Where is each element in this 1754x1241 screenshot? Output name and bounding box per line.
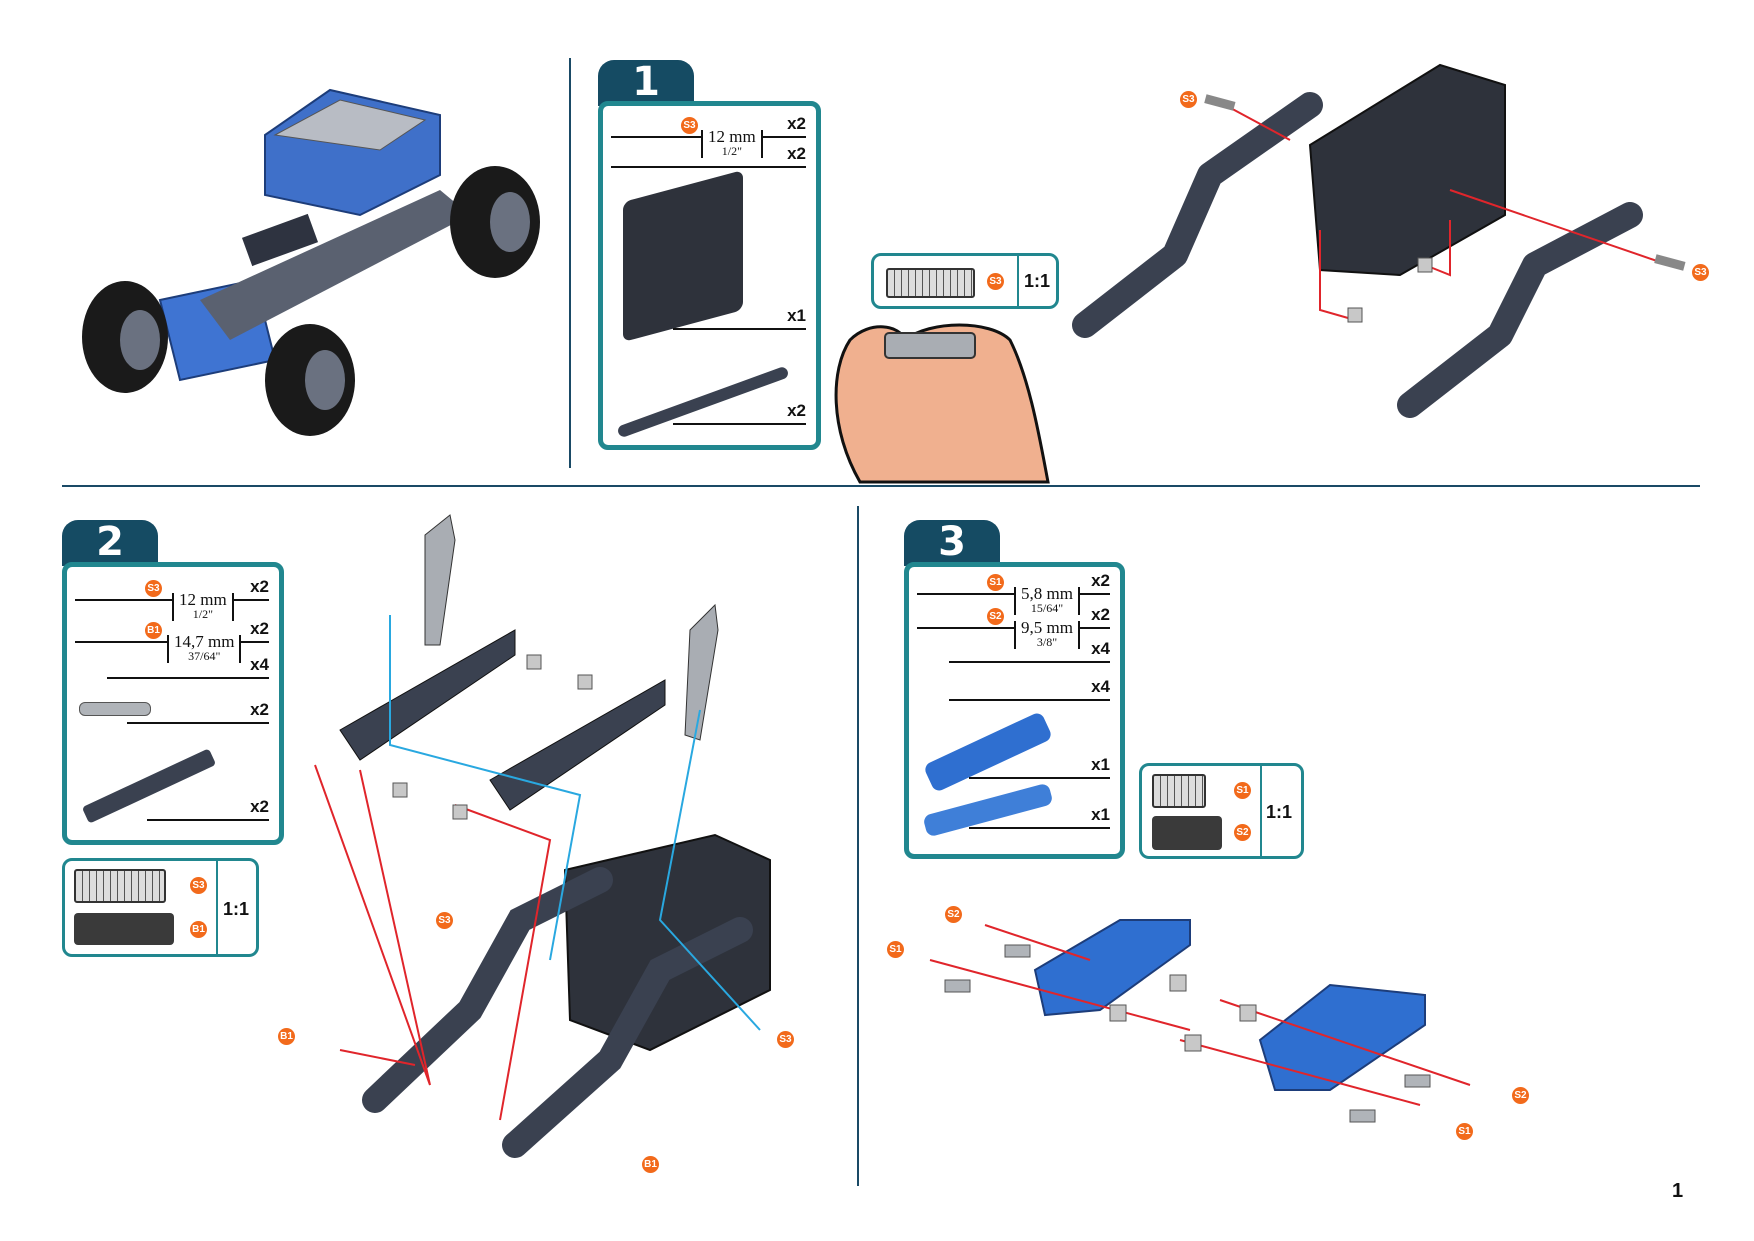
callout-badge: S2 [1512,1087,1529,1104]
step-3-scale-box: S1 S2 1:1 [1139,763,1304,859]
part-qty: x2 [250,700,269,719]
part-qty: x2 [1091,605,1110,624]
part-size-in: 1/2" [192,607,213,621]
scale-badge: S1 [1234,782,1251,799]
callout-badge: S3 [1692,264,1709,281]
screw-s1-actual-size [1152,774,1206,808]
step2-diagram [314,514,771,1158]
part-badge: B1 [145,622,162,639]
page-number: 1 [1672,1180,1684,1202]
part-size-mm: 9,5 mm [1021,618,1073,637]
part-badge: S1 [987,574,1004,591]
part-qty: x1 [1091,755,1110,774]
part-size-mm: 12 mm [179,590,227,609]
scale-ratio: 1:1 [223,899,250,919]
angled-strip-image [79,702,151,716]
screw-s2-actual-size [1152,816,1222,850]
blue-plate-a-image [922,710,1054,794]
screw-b1-actual-size [74,913,174,945]
part-badge: S3 [681,117,698,134]
part-qty: x1 [787,306,806,325]
scale-badge: S3 [190,877,207,894]
step1-diagram [834,63,1686,484]
part-size-mm: 14,7 mm [174,632,235,651]
scale-badge: B1 [190,921,207,938]
part-qty: x2 [787,144,806,163]
step3-diagram [929,919,1471,1123]
screw-s3-actual-size [74,869,166,903]
part-size-in: 3/8" [1036,635,1058,649]
screw-s3-actual-size [886,268,975,298]
callout-badge: S2 [945,906,962,923]
u-channel-beam-image [81,748,217,824]
part-qty: x2 [250,797,269,816]
scale-ratio: 1:1 [1266,802,1293,822]
part-qty: x2 [787,114,806,133]
part-size-mm: 12 mm [708,127,756,146]
divider-vertical-top [569,58,571,468]
part-size-in: 15/64" [1030,601,1064,615]
finished-robot-car-image [82,88,540,436]
part-qty: x2 [250,619,269,638]
part-qty: x1 [1091,805,1110,824]
step-1-scale-box: S3 1:1 [871,253,1059,309]
part-qty: x4 [1091,639,1110,658]
part-qty: x2 [1091,571,1110,590]
scale-ratio: 1:1 [1024,271,1051,291]
servo-motor-image [623,169,743,343]
step-3-number: 3 [904,520,1000,566]
callout-badge: B1 [642,1156,659,1173]
part-badge: S3 [145,580,162,597]
callout-badge: S3 [436,912,453,929]
divider-horizontal [62,485,1700,487]
scale-badge: S2 [1234,824,1251,841]
callout-badge: B1 [278,1028,295,1045]
callout-badge: S3 [1180,91,1197,108]
scale-badge: S3 [987,273,1004,290]
callout-badge: S1 [1456,1123,1473,1140]
part-qty: x2 [787,401,806,420]
blue-plate-b-image [922,782,1054,838]
part-qty: x4 [1091,677,1110,696]
step-1-number: 1 [598,60,694,106]
part-size-mm: 5,8 mm [1021,584,1073,603]
part-size-in: 37/64" [188,649,221,663]
part-qty: x4 [250,655,269,674]
part-badge: S2 [987,608,1004,625]
divider-vertical-bottom [857,506,859,1186]
callout-badge: S3 [777,1031,794,1048]
bent-beam-image [616,365,790,439]
part-qty: x2 [250,577,269,596]
step-2-number: 2 [62,520,158,566]
callout-badge: S1 [887,941,904,958]
step-2-scale-box: S3 B1 1:1 [62,858,259,957]
part-size-in: 1/2" [721,144,742,158]
